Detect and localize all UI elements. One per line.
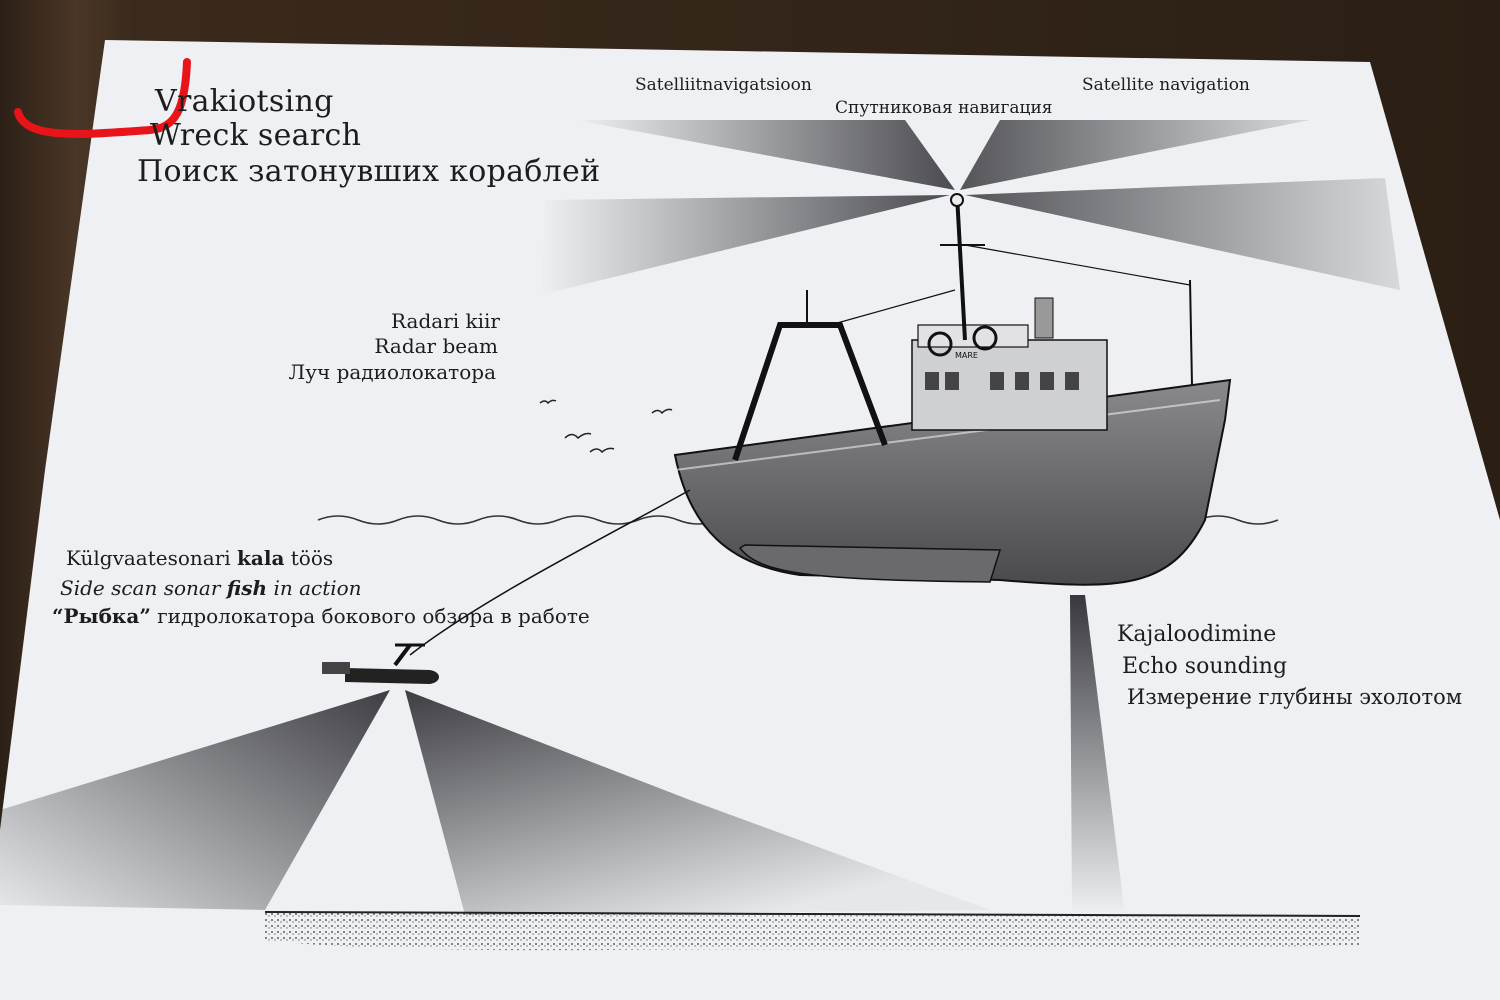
echo-label-estonian: Kajaloodimine: [1117, 622, 1277, 647]
birds: [539, 399, 673, 454]
sonar-label-english: Side scan sonar fish in action: [60, 576, 362, 600]
sonar-beams: [0, 690, 990, 915]
title-estonian: Vrakiotsing: [155, 84, 334, 119]
ship: [673, 193, 1232, 586]
satellite-beams: [540, 120, 1400, 295]
satellite-label-english: Satellite navigation: [1082, 75, 1250, 95]
satellite-label-estonian: Satelliitnavigatsioon: [635, 75, 812, 95]
radar-label-english: Radar beam: [374, 334, 498, 358]
echo-label-english: Echo sounding: [1122, 654, 1288, 679]
satellite-label-russian: Спутниковая навигация: [835, 98, 1053, 118]
echo-label-russian: Измерение глубины эхолотом: [1127, 685, 1463, 709]
echo-sounding-beam: [1070, 595, 1125, 915]
title-english: Wreck search: [150, 118, 362, 153]
sonar-towfish: [322, 643, 439, 684]
seabed: [265, 912, 1360, 951]
ship-name: MARE: [955, 351, 978, 360]
tow-cable: [409, 489, 691, 656]
radar-label-estonian: Radari kiir: [391, 309, 500, 333]
sonar-label-estonian: Külgvaatesonari kala töös: [66, 546, 334, 570]
radar-label-russian: Луч радиолокатора: [288, 360, 496, 384]
title-russian: Поиск затонувших кораблей: [137, 154, 601, 189]
sonar-label-russian: “Рыбка” гидролокатора бокового обзора в …: [52, 604, 590, 628]
red-marker-stroke: [14, 58, 191, 138]
